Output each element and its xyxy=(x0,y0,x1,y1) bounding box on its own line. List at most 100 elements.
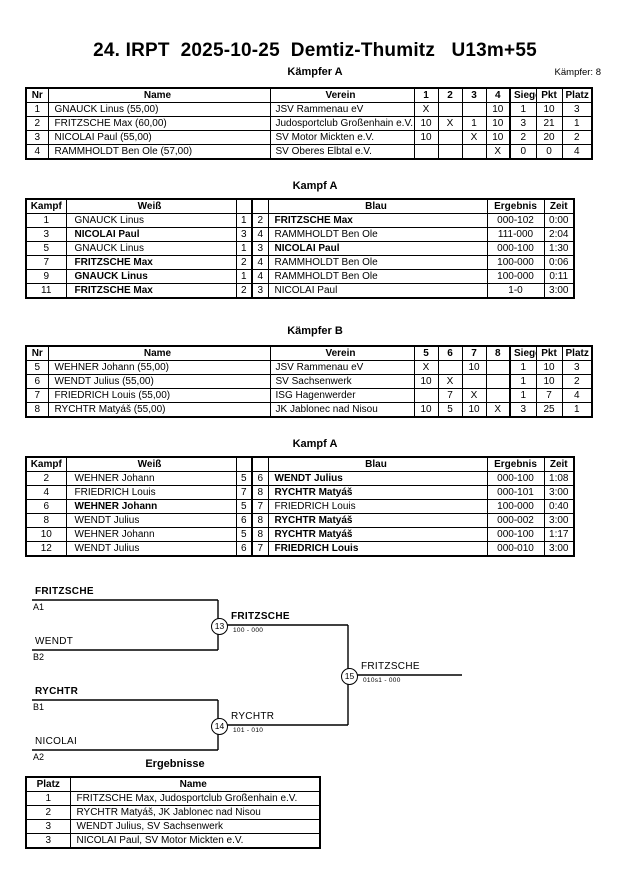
cell-weiss: WEHNER Johann xyxy=(65,527,237,542)
cell-name: WEHNER Johann (55,00) xyxy=(47,360,271,375)
table-row: 12 WENDT Julius 6 7 FRIEDRICH Louis 000-… xyxy=(25,541,575,557)
bracket-entry-name: WENDT xyxy=(35,636,74,647)
cell-verein: SV Motor Mickten e.V. xyxy=(269,130,415,145)
results-body: 1 FRITZSCHE Max, Judosportclub Großenhai… xyxy=(25,791,321,849)
cell-ergebnis: 000-101 xyxy=(486,485,545,500)
bracket-match-score: 101 - 010 xyxy=(233,727,264,734)
cell-opp-1 xyxy=(413,144,439,160)
pool-a-caption: Kämpfer A xyxy=(287,66,343,78)
cell-kampf: 2 xyxy=(25,471,67,486)
cell-num-weiss: 1 xyxy=(235,269,253,284)
cell-platz: 4 xyxy=(561,388,593,403)
bracket-match-winner: RYCHTR xyxy=(231,711,275,722)
col-kampf: Kampf xyxy=(25,456,67,472)
cell-num-blau: 3 xyxy=(251,241,269,256)
cell-num-blau: 7 xyxy=(251,499,269,514)
cell-blau: RAMMHOLDT Ben Ole xyxy=(267,227,488,242)
cell-pkt: 20 xyxy=(535,130,563,145)
col-ergebnis: Ergebnis xyxy=(486,198,545,214)
cell-blau: RYCHTR Matyáš xyxy=(267,485,488,500)
cell-siege: 2 xyxy=(509,130,537,145)
cell-ergebnis: 1-0 xyxy=(486,283,545,299)
col-opp-1: 1 xyxy=(413,87,439,103)
col-num-blau xyxy=(251,456,269,472)
cell-platz: 4 xyxy=(561,144,593,160)
cell-opp-1: X xyxy=(413,102,439,117)
table-row: 10 WEHNER Johann 5 8 RYCHTR Matyáš 000-1… xyxy=(25,527,575,542)
cell-opp-1: 10 xyxy=(413,116,439,131)
cell-zeit: 1:30 xyxy=(543,241,575,256)
cell-num-blau: 3 xyxy=(251,283,269,299)
cell-platz: 2 xyxy=(25,805,71,820)
cell-num-weiss: 6 xyxy=(235,541,253,557)
col-ergebnis: Ergebnis xyxy=(486,456,545,472)
cell-opp-3: 1 xyxy=(461,116,487,131)
cell-opp-4: 10 xyxy=(485,102,511,117)
table-row: 4 FRIEDRICH Louis 7 8 RYCHTR Matyáš 000-… xyxy=(25,485,575,500)
cell-nr: 3 xyxy=(25,130,49,145)
cell-zeit: 1:17 xyxy=(543,527,575,542)
table-row: 4 RAMMHOLDT Ben Ole (57,00) SV Oberes El… xyxy=(25,144,593,160)
col-num-weiss xyxy=(235,456,253,472)
cell-kampf: 3 xyxy=(25,227,67,242)
col-num-blau xyxy=(251,198,269,214)
table-row: 2 RYCHTR Matyáš, JK Jablonec nad Nisou xyxy=(25,805,321,820)
cell-verein: ISG Hagenwerder xyxy=(269,388,415,403)
pool-b-body: 5 WEHNER Johann (55,00) JSV Rammenau eV … xyxy=(25,360,593,418)
col-siege: Siege xyxy=(509,87,537,103)
cell-name: FRITZSCHE Max, Judosportclub Großenhain … xyxy=(69,791,321,806)
col-name: Name xyxy=(47,87,271,103)
cell-blau: FRITZSCHE Max xyxy=(267,213,488,228)
table-row: 3 NICOLAI Paul, SV Motor Mickten e.V. xyxy=(25,833,321,849)
table-row: 8 RYCHTR Matyáš (55,00) JK Jablonec nad … xyxy=(25,402,593,418)
cell-platz: 1 xyxy=(25,791,71,806)
cell-opp-5 xyxy=(413,388,439,403)
cell-siege: 1 xyxy=(509,360,537,375)
cell-pkt: 10 xyxy=(535,360,563,375)
cell-num-blau: 8 xyxy=(251,513,269,528)
cell-num-weiss: 3 xyxy=(235,227,253,242)
cell-opp-5: X xyxy=(413,360,439,375)
cell-num-weiss: 5 xyxy=(235,527,253,542)
cell-ergebnis: 100-000 xyxy=(486,269,545,284)
col-platz: Platz xyxy=(561,345,593,361)
cell-nr: 7 xyxy=(25,388,49,403)
col-nr: Nr xyxy=(25,87,49,103)
col-verein: Verein xyxy=(269,345,415,361)
col-platz: Platz xyxy=(25,776,71,792)
cell-num-weiss: 2 xyxy=(235,283,253,299)
cell-name: RAMMHOLDT Ben Ole (57,00) xyxy=(47,144,271,160)
col-opp-4: 4 xyxy=(485,87,511,103)
bracket-match-number: 13 xyxy=(211,618,228,635)
cell-zeit: 3:00 xyxy=(543,513,575,528)
cell-name: FRITZSCHE Max (60,00) xyxy=(47,116,271,131)
cell-platz: 2 xyxy=(561,374,593,389)
cell-name: GNAUCK Linus (55,00) xyxy=(47,102,271,117)
results-caption: Ergebnisse xyxy=(145,758,205,770)
table-header-row: Nr Name Verein 5 6 7 8 Siege Pkt Platz xyxy=(25,345,593,361)
cell-zeit: 2:04 xyxy=(543,227,575,242)
cell-name: FRIEDRICH Louis (55,00) xyxy=(47,388,271,403)
cell-nr: 5 xyxy=(25,360,49,375)
cell-verein: SV Sachsenwerk xyxy=(269,374,415,389)
bouts-b-body: 2 WEHNER Johann 5 6 WENDT Julius 000-100… xyxy=(25,471,575,557)
col-opp-2: 2 xyxy=(437,87,463,103)
cell-kampf: 7 xyxy=(25,255,67,270)
bracket-entry-seed: B2 xyxy=(33,652,45,662)
cell-pkt: 25 xyxy=(535,402,563,418)
cell-kampf: 4 xyxy=(25,485,67,500)
col-nr: Nr xyxy=(25,345,49,361)
cell-num-weiss: 5 xyxy=(235,471,253,486)
cell-nr: 8 xyxy=(25,402,49,418)
cell-blau: RYCHTR Matyáš xyxy=(267,513,488,528)
bracket-match-winner: FRITZSCHE xyxy=(231,611,290,622)
cell-zeit: 3:00 xyxy=(543,283,575,299)
table-row: 5 WEHNER Johann (55,00) JSV Rammenau eV … xyxy=(25,360,593,375)
pool-b-table: Nr Name Verein 5 6 7 8 Siege Pkt Platz 5… xyxy=(25,345,593,418)
col-name: Name xyxy=(69,776,321,792)
cell-kampf: 1 xyxy=(25,213,67,228)
cell-siege: 1 xyxy=(509,388,537,403)
cell-opp-2 xyxy=(437,102,463,117)
cell-opp-8 xyxy=(485,360,511,375)
cell-ergebnis: 111-000 xyxy=(486,227,545,242)
